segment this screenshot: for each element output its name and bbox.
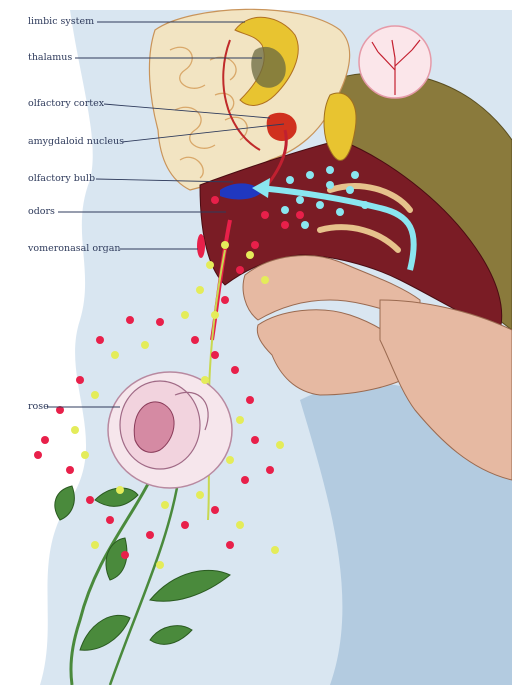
- label-olfactory-cortex: olfactory cortex: [28, 98, 104, 110]
- label-amygdaloid-nucleus: amygdaloid nucleus: [28, 136, 124, 148]
- label-olfactory-bulb: olfactory bulb: [28, 173, 95, 185]
- label-odors: odors: [28, 206, 55, 218]
- label-rose: rose: [28, 401, 49, 413]
- vomeronasal-organ: [197, 234, 205, 258]
- label-vomeronasal-organ: vomeronasal organ: [28, 243, 120, 255]
- label-limbic-system: limbic system: [28, 16, 94, 28]
- label-thalamus: thalamus: [28, 52, 72, 64]
